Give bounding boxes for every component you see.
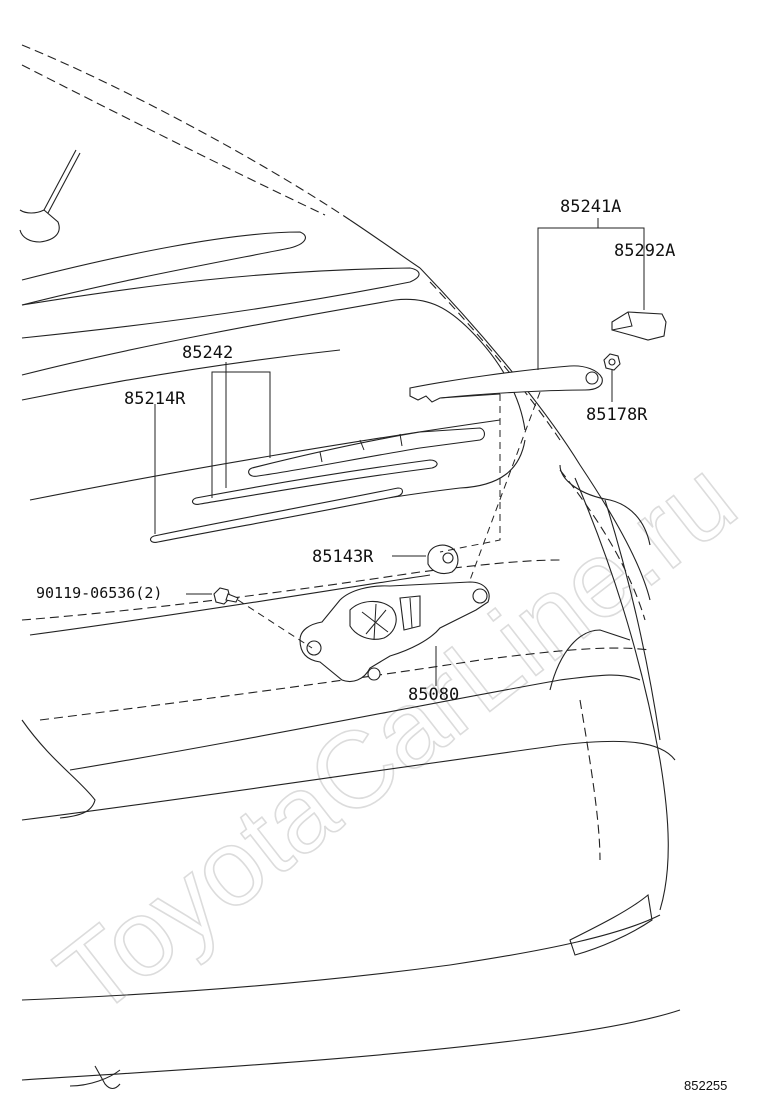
label-85242: 85242 [182, 343, 233, 363]
label-85143R: 85143R [312, 547, 374, 567]
label-85178R: 85178R [586, 405, 648, 425]
wiper-arm-cap [611, 311, 667, 341]
label-85292A: 85292A [614, 241, 675, 261]
diagram-code: 852255 [684, 1078, 727, 1093]
leader-lines [154, 218, 645, 686]
label-85214R: 85214R [124, 389, 186, 409]
wiper-motor [299, 581, 490, 683]
watermark: ToyotaCarLine.ru [35, 436, 758, 1038]
label-85241A: 85241A [560, 197, 621, 217]
vehicle-body-outline [19, 44, 681, 1090]
wiper-arm [409, 365, 603, 403]
label-85080: 85080 [408, 685, 459, 705]
wiper-blade [191, 427, 486, 505]
wiper-rubber [149, 487, 404, 543]
bolt [213, 587, 239, 605]
grommet [427, 544, 459, 575]
label-90119-06536: 90119-06536(2) [36, 584, 162, 602]
arm-nut [603, 353, 621, 371]
